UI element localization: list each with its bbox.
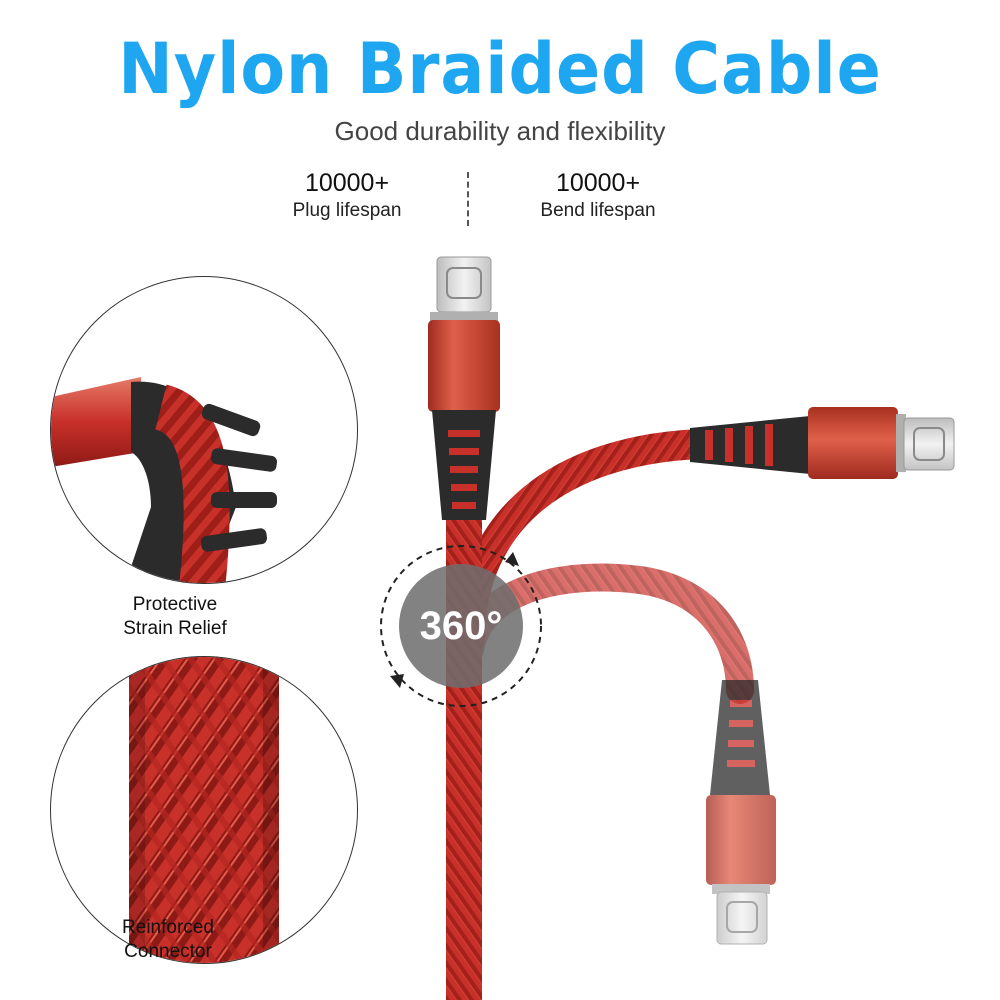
callout-label-line: Reinforced [122, 917, 214, 938]
usb-c-plug-icon [428, 256, 500, 520]
callout-strain-relief-zoom [50, 276, 358, 584]
rotate-arrow-icon [380, 545, 542, 707]
callout-label-line: Connector [124, 940, 212, 962]
callout-label-line: Protective [132, 594, 218, 615]
stat-divider [467, 172, 469, 226]
stat-label: Plug lifespan [292, 199, 402, 221]
stat-value: 10000+ [555, 169, 641, 197]
stat-value: 10000+ [304, 169, 390, 197]
page-subtitle: Good durability and flexibility [334, 116, 666, 146]
callout-label-line: Strain Relief [123, 617, 227, 639]
usb-c-plug-icon [706, 680, 776, 945]
usb-c-plug-icon [690, 407, 955, 479]
rotation-badge: 360° [399, 564, 523, 688]
stat-label: Bend lifespan [540, 199, 656, 221]
callout-braid-zoom [50, 656, 358, 964]
callout-label-strain-relief: Protective Strain Relief [65, 593, 285, 641]
stat-bend-lifespan: 10000+ Bend lifespan [478, 169, 718, 222]
stat-plug-lifespan: 10000+ Plug lifespan [227, 169, 467, 222]
callout-label-connector: Reinforced Connector [58, 916, 278, 964]
page-title: Nylon Braided Cable [118, 28, 882, 110]
